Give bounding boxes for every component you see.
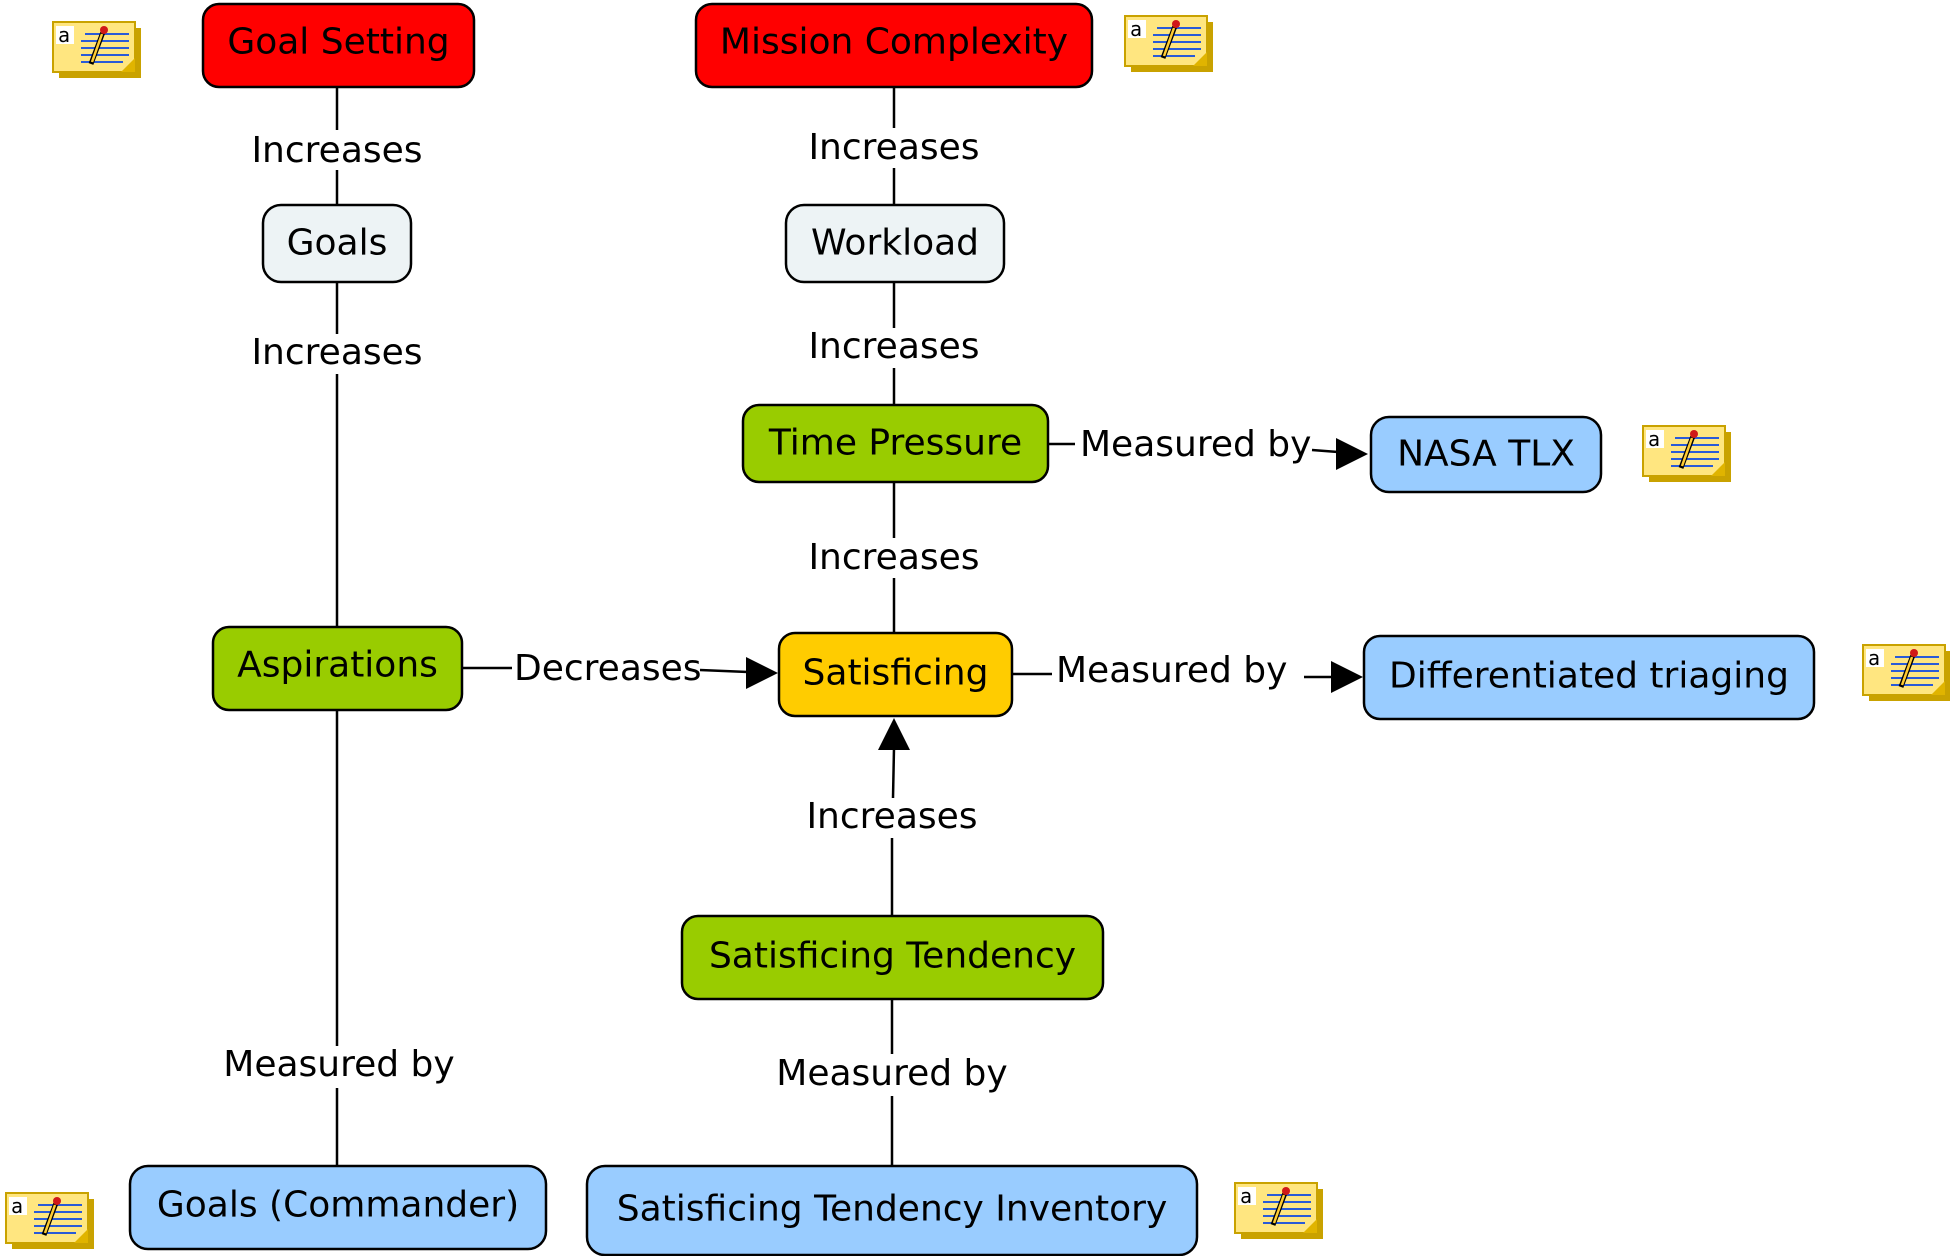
link-label: Measured by [1080,424,1311,465]
link-tendency-inventory: Measured by [776,999,1008,1166]
link-mission-workload: Increases [808,87,980,205]
arrow-head [746,657,778,689]
node-label: Goal Setting [227,22,449,63]
node-label: Satisficing Tendency [709,936,1076,977]
node-time-pressure[interactable]: Time Pressure [741,403,1050,484]
link-label: Measured by [223,1044,454,1085]
link-workload-time-pressure: Increases [808,282,980,405]
arrow-head [878,718,910,750]
node-label: Goals [287,223,388,264]
note-icon[interactable] [53,22,141,78]
note-icon[interactable] [1235,1183,1323,1239]
node-goals[interactable]: Goals [261,203,413,284]
link-satisficing-triaging: Measured by [1012,650,1363,693]
node-workload[interactable]: Workload [784,203,1006,284]
node-box [585,1164,1199,1256]
node-label: Differentiated triaging [1389,656,1789,697]
node-box [741,403,1050,484]
node-box [201,2,476,89]
link-label: Increases [808,537,979,578]
node-satisficing[interactable]: Satisficing [777,631,1014,718]
node-label: Goals (Commander) [157,1185,519,1226]
link-label: Increases [251,332,422,373]
node-label: Satisficing Tendency Inventory [617,1189,1168,1230]
note-icon[interactable] [1643,426,1731,482]
node-differentiated-triaging[interactable]: Differentiated triaging [1362,634,1816,721]
link-time-pressure-satisficing: Increases [808,482,980,633]
node-box [1369,415,1603,494]
node-label: Time Pressure [768,423,1022,464]
node-box [1362,634,1816,721]
link-label: Increases [251,130,422,171]
node-goals-commander[interactable]: Goals (Commander) [128,1164,548,1251]
node-label: Aspirations [237,645,438,686]
note-icon[interactable] [1125,16,1213,72]
node-label: Mission Complexity [720,22,1068,63]
note-icon[interactable] [1863,645,1950,701]
node-box [784,203,1006,284]
link-label: Increases [808,326,979,367]
link-aspirations-satisficing: Decreases [462,648,778,689]
link-time-pressure-nasa: Measured by [1048,424,1368,470]
node-box [680,914,1105,1001]
node-box [261,203,413,284]
node-label: NASA TLX [1397,434,1575,475]
link-aspirations-commander: Measured by [223,710,455,1166]
link-label: Increases [806,796,977,837]
link-label: Measured by [1056,650,1287,691]
node-label: Satisficing [803,653,989,694]
arrow-head [1331,661,1363,693]
node-box [777,631,1014,718]
link-tendency-satisficing: Increases [806,718,978,915]
link-label: Decreases [514,648,702,689]
link-goals-aspirations: Increases [251,282,423,627]
node-satisficing-tendency-inventory[interactable]: Satisficing Tendency Inventory [585,1164,1199,1256]
node-nasa-tlx[interactable]: NASA TLX [1369,415,1603,494]
node-mission-complexity[interactable]: Mission Complexity [694,2,1094,89]
node-box [694,2,1094,89]
node-goal-setting[interactable]: Goal Setting [201,2,476,89]
node-aspirations[interactable]: Aspirations [211,625,464,712]
node-satisficing-tendency[interactable]: Satisficing Tendency [680,914,1105,1001]
link-goal-setting-goals: Increases [251,87,423,205]
node-label: Workload [811,223,979,264]
node-box [128,1164,548,1251]
link-label: Measured by [776,1053,1007,1094]
note-icon[interactable] [6,1193,94,1249]
link-label: Increases [808,127,979,168]
arrow-head [1336,438,1368,470]
node-box [211,625,464,712]
